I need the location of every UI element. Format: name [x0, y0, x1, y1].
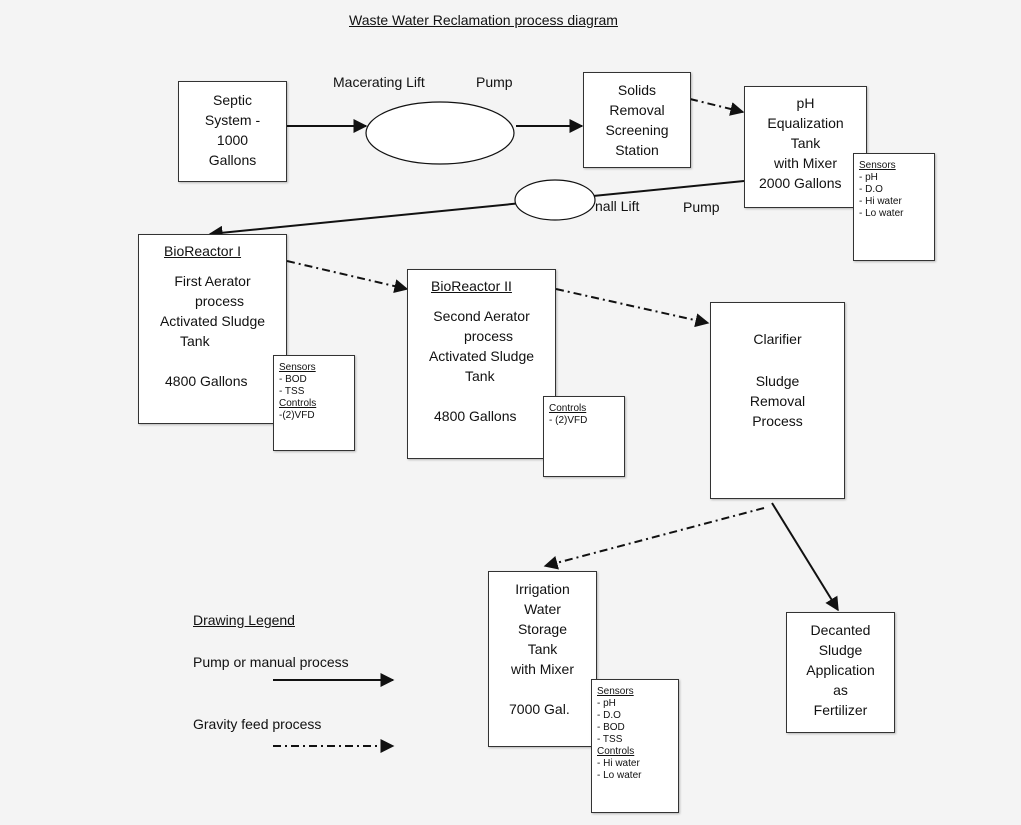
- irrigation-tank-box: Irrigation Water Storage Tank with Mixer…: [488, 571, 597, 747]
- bioreactor-2-line: process: [463, 328, 514, 344]
- ph-tank-line: 2000 Gallons: [759, 175, 842, 191]
- control-item: -(2)VFD: [279, 410, 315, 421]
- sensor-item: - pH: [597, 698, 616, 709]
- bioreactor-2-line: Activated Sludge: [428, 348, 535, 364]
- ph-tank-line: pH: [796, 95, 815, 111]
- decanted-sludge-box: Decanted Sludge Application as Fertilize…: [786, 612, 895, 733]
- bioreactor-2-line: Tank: [465, 368, 495, 384]
- macerating-lift-label: Macerating Lift: [333, 74, 425, 90]
- irrigation-line: with Mixer: [510, 661, 574, 677]
- sensors-header: Sensors: [859, 160, 896, 171]
- irrigation-line: 7000 Gal.: [509, 701, 570, 717]
- sensor-item: - Lo water: [859, 208, 904, 219]
- spacer: [408, 296, 555, 306]
- solids-line: Solids: [617, 82, 657, 98]
- legend-pump-label: Pump or manual process: [193, 654, 349, 670]
- irrigation-sensors-box: Sensors - pH - D.O - BOD - TSS Controls …: [591, 679, 679, 813]
- sensor-item: - BOD: [597, 722, 625, 733]
- flow-solids-to-ph-tank: [689, 98, 745, 116]
- clarifier-line: Process: [752, 413, 803, 429]
- spacer: [489, 679, 596, 699]
- clarifier-line: Sludge: [755, 373, 800, 389]
- bioreactor-1-line: 4800 Gallons: [165, 373, 248, 389]
- clarifier-box: Clarifier Sludge Removal Process: [710, 302, 845, 499]
- ph-tank-sensors-box: Sensors - pH - D.O - Hi water - Lo water: [853, 153, 935, 261]
- septic-line: 1000: [216, 132, 249, 148]
- sensor-item: - Hi water: [859, 196, 902, 207]
- bioreactor-1-line: Tank: [180, 333, 210, 349]
- macerating-lift-pump: [365, 101, 515, 165]
- controls-header: Controls: [549, 403, 587, 414]
- spacer: [139, 261, 286, 271]
- irrigation-line: Water: [524, 601, 561, 617]
- sensors-header: Sensors: [279, 362, 316, 373]
- sensor-item: - BOD: [279, 374, 307, 385]
- solids-line: Station: [615, 142, 659, 158]
- small-pump-label: Pump: [683, 199, 720, 215]
- septic-line: Septic: [213, 92, 252, 108]
- bioreactor-1-line: Activated Sludge: [159, 313, 266, 329]
- sensor-item: - D.O: [597, 710, 621, 721]
- flow-ph-tank-to-bioreactor-1: [208, 180, 745, 240]
- macerating-pump-label: Pump: [476, 74, 513, 90]
- solids-line: Screening: [605, 122, 669, 138]
- sensor-item: - TSS: [597, 734, 623, 745]
- septic-system-box: Septic System - 1000 Gallons: [178, 81, 287, 182]
- control-item: - Lo water: [597, 770, 642, 781]
- ph-tank-line: Tank: [790, 135, 821, 151]
- bioreactor-1-line: process: [194, 293, 245, 309]
- bioreactor-2-line: Second Aerator: [433, 308, 530, 324]
- ph-tank-line: with Mixer: [773, 155, 837, 171]
- bioreactor-2-title: BioReactor II: [431, 278, 512, 294]
- septic-line: System -: [204, 112, 261, 128]
- bioreactor-1-sensors-box: Sensors - BOD - TSS Controls -(2)VFD: [273, 355, 355, 451]
- ph-equalization-tank-box: pH Equalization Tank with Mixer 2000 Gal…: [744, 86, 867, 208]
- sensor-item: - TSS: [279, 386, 305, 397]
- ph-tank-line: Equalization: [767, 115, 844, 131]
- spacer: [139, 351, 286, 371]
- irrigation-line: Tank: [527, 641, 558, 657]
- irrigation-line: Storage: [517, 621, 568, 637]
- irrigation-line: Irrigation: [515, 581, 570, 597]
- solids-line: Removal: [609, 102, 665, 118]
- controls-header: Controls: [597, 746, 635, 757]
- bioreactor-1-box: BioReactor I First Aerator process Activ…: [138, 234, 287, 424]
- small-lift-pump: [514, 179, 596, 221]
- sensor-item: - pH: [859, 172, 878, 183]
- control-item: - Hi water: [597, 758, 640, 769]
- sensor-item: - D.O: [859, 184, 883, 195]
- decanted-line: as: [833, 682, 848, 698]
- small-lift-label: nall Lift: [595, 198, 640, 214]
- bioreactor-1-line: First Aerator: [174, 273, 251, 289]
- bioreactor-2-controls-box: Controls - (2)VFD: [543, 396, 625, 477]
- decanted-line: Sludge: [818, 642, 863, 658]
- controls-header: Controls: [279, 398, 317, 409]
- flow-clarifier-to-irrigation-tank: [543, 507, 765, 570]
- flow-clarifier-to-decanted-sludge: [771, 502, 839, 612]
- bioreactor-2-line: 4800 Gallons: [434, 408, 517, 424]
- legend-gravity-label: Gravity feed process: [193, 716, 322, 732]
- decanted-line: Fertilizer: [813, 702, 868, 718]
- flow-bioreactor-1-to-bioreactor-2: [286, 260, 409, 293]
- decanted-line: Decanted: [810, 622, 871, 638]
- clarifier-line: Clarifier: [753, 331, 802, 347]
- sensors-header: Sensors: [597, 686, 634, 697]
- decanted-line: Application: [806, 662, 875, 678]
- spacer: [408, 386, 555, 406]
- control-item: - (2)VFD: [549, 415, 588, 426]
- legend-title: Drawing Legend: [193, 612, 295, 628]
- flow-bioreactor-2-to-clarifier: [555, 288, 710, 328]
- bioreactor-2-box: BioReactor II Second Aerator process Act…: [407, 269, 556, 459]
- spacer: [711, 349, 844, 371]
- septic-line: Gallons: [208, 152, 257, 168]
- solids-removal-box: Solids Removal Screening Station: [583, 72, 691, 168]
- diagram-title: Waste Water Reclamation process diagram: [349, 12, 618, 28]
- clarifier-line: Removal: [749, 393, 806, 409]
- bioreactor-1-title: BioReactor I: [164, 243, 242, 259]
